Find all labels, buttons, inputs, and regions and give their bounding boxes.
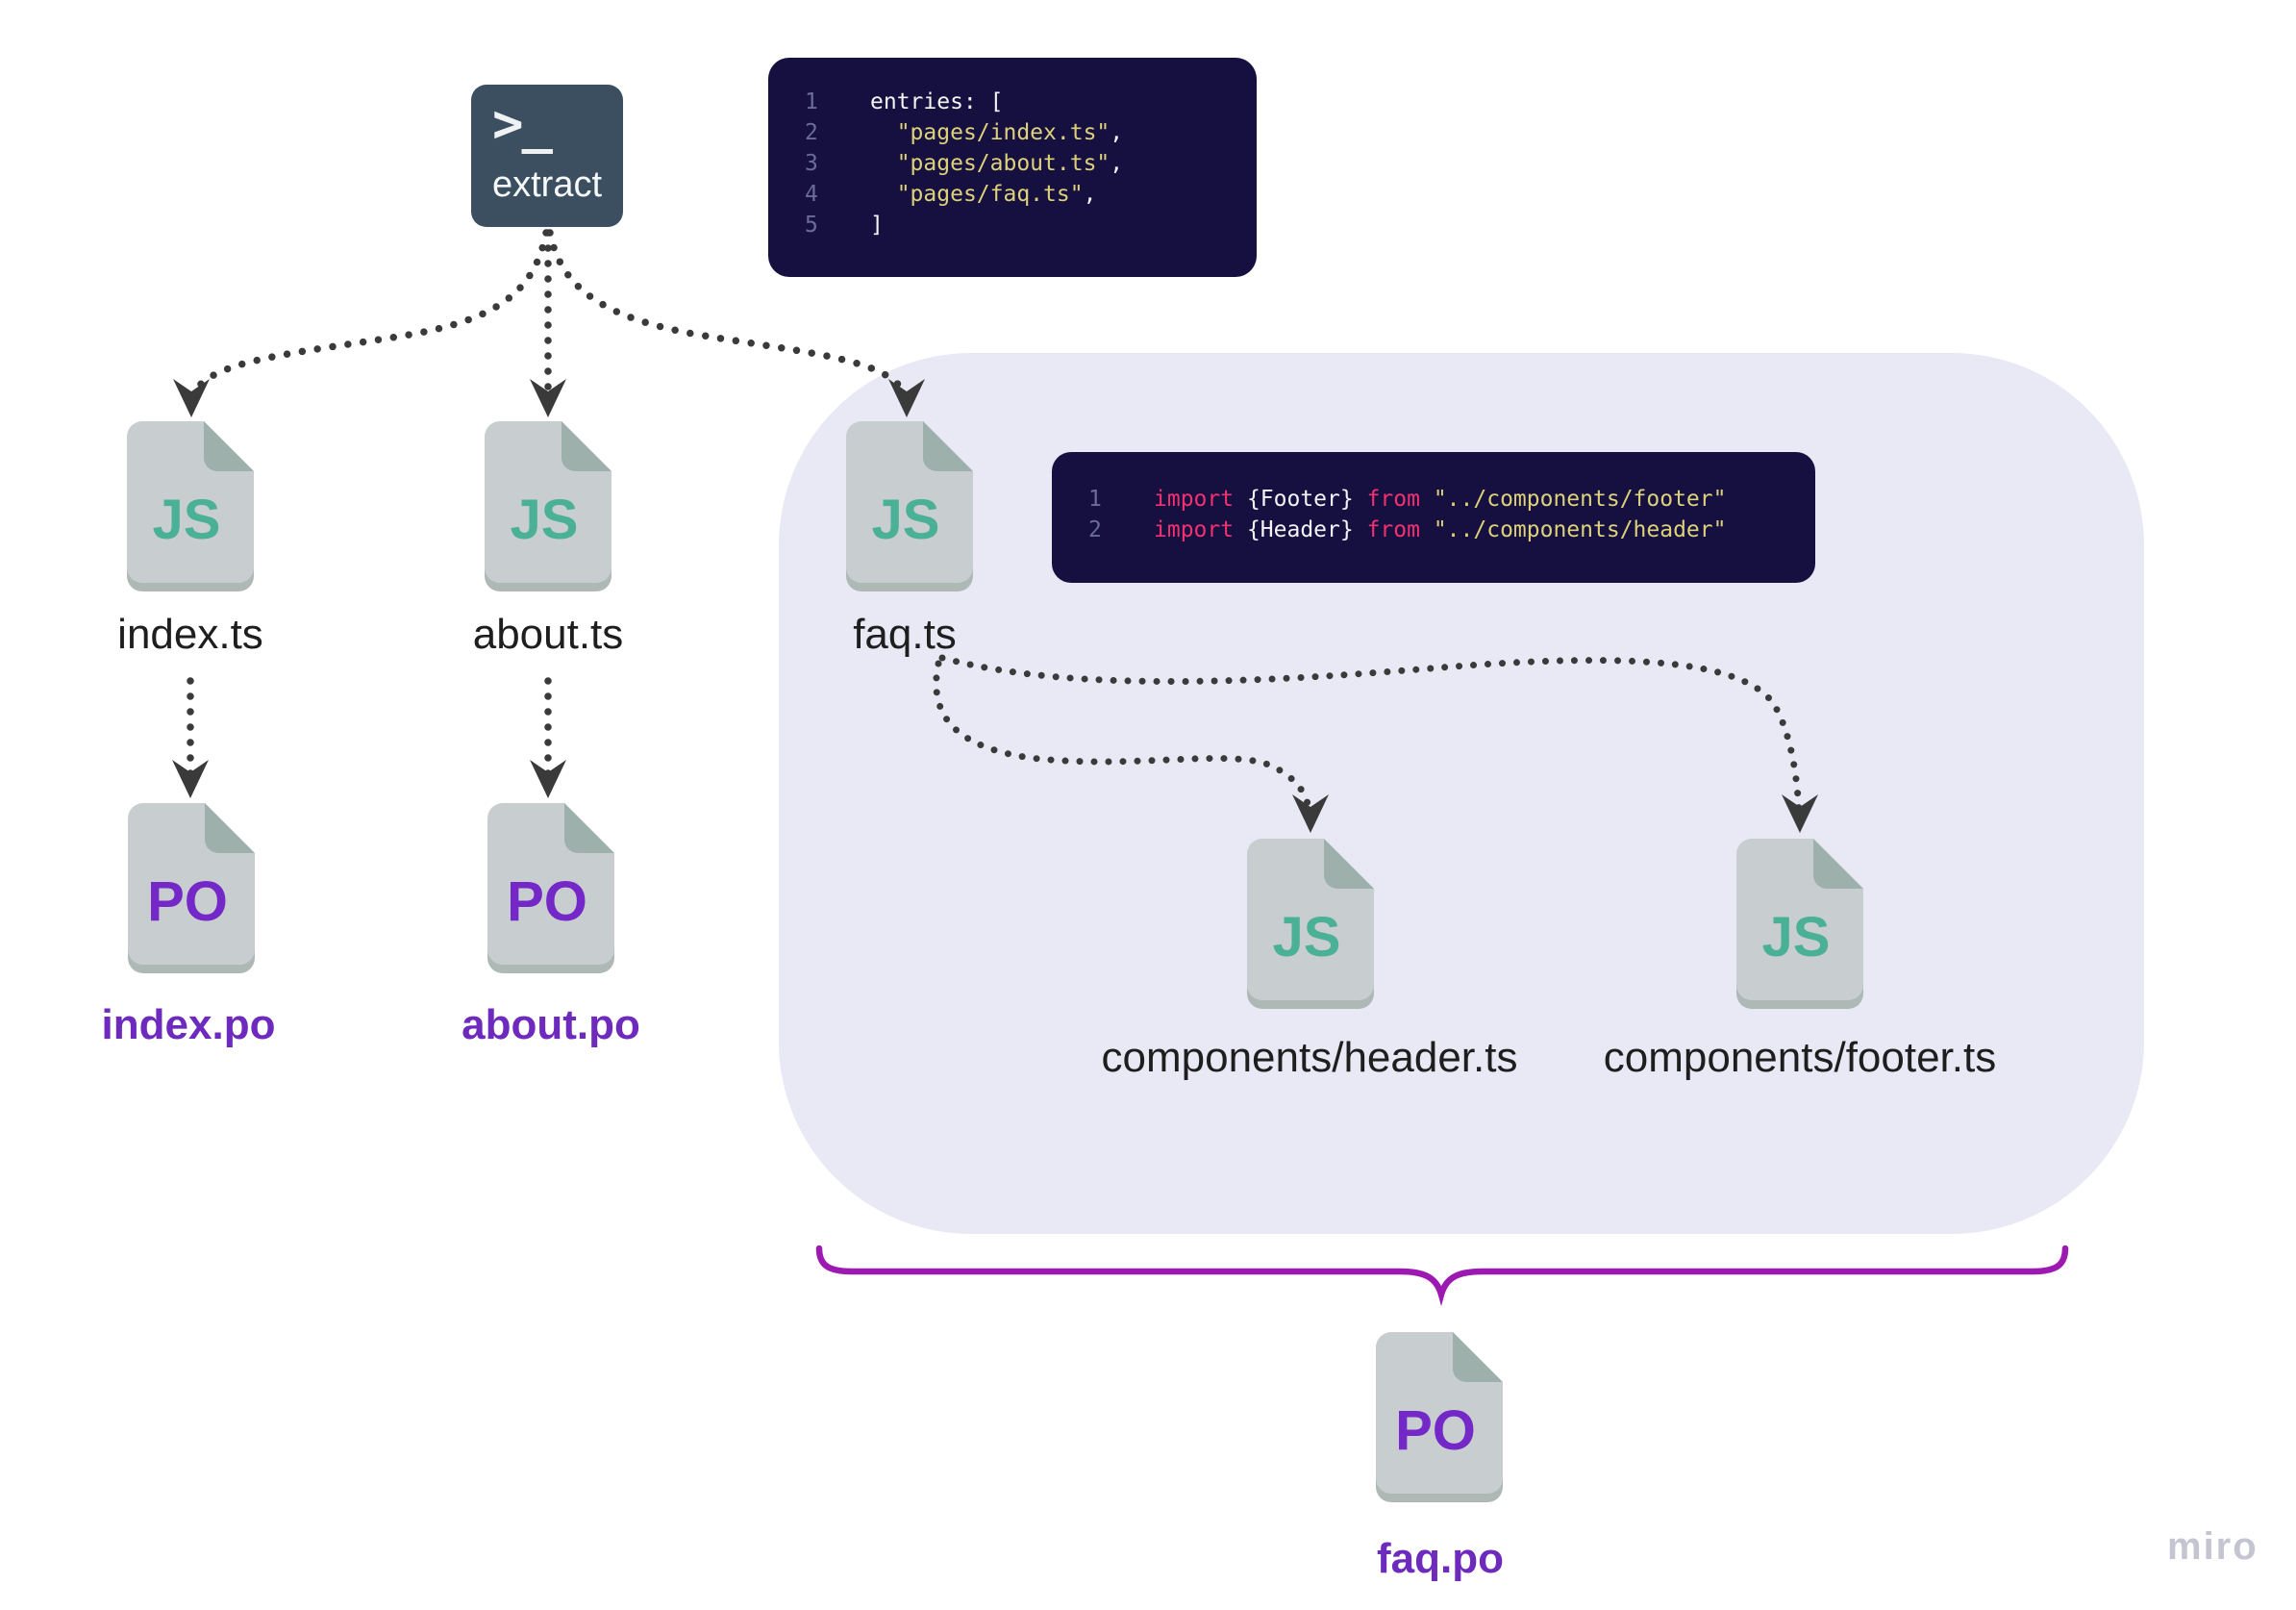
terminal-prompt-icon: >_ [492,93,553,154]
file-node-header-ts[interactable]: JS [1247,839,1374,1010]
code-token: from [1366,487,1420,512]
po-file-icon: PO [487,803,614,973]
js-file-icon: JS [1247,839,1374,1009]
line-number: 1 [1088,487,1102,512]
file-label-footer-ts: components/footer.ts [1603,1034,1997,1081]
imports-code-block[interactable]: 1 import {Footer} from "../components/foo… [1052,452,1815,583]
file-node-about-ts[interactable]: JS [485,421,611,592]
code-line: 4 "pages/faq.ts", [768,179,1257,210]
file-node-about-po[interactable]: PO [487,803,614,974]
arrowhead-extract-to-index [173,379,210,417]
code-token: entries: [ [870,89,1004,114]
code-token: "pages/about.ts" [896,151,1111,176]
miro-watermark: miro [2167,1525,2259,1568]
code-token: {Header} [1234,517,1367,542]
code-token [870,151,897,176]
code-token [1420,517,1434,542]
code-line: 2 import {Header} from "../components/hea… [1052,515,1815,545]
terminal-label: extract [491,164,603,205]
file-label-header-ts: components/header.ts [1101,1034,1518,1081]
code-token: from [1366,517,1420,542]
po-file-icon: PO [128,803,255,973]
group-brace [815,1245,2069,1307]
js-file-icon: JS [1736,839,1863,1009]
svg-text:JS: JS [511,489,579,551]
js-file-icon: JS [127,421,254,591]
file-node-index-po[interactable]: PO [128,803,255,974]
file-label-faq-po: faq.po [1377,1535,1504,1582]
file-label-index-ts: index.ts [117,611,263,658]
svg-text:PO: PO [1395,1399,1476,1462]
js-file-icon: JS [485,421,611,591]
code-token: import [1154,487,1235,512]
po-file-icon: PO [1376,1332,1503,1502]
file-node-faq-ts[interactable]: JS [846,421,973,592]
svg-text:JS: JS [1273,906,1341,969]
code-token: "../components/footer" [1433,487,1727,512]
code-line: 5] [768,210,1257,240]
arrowhead-extract-to-about [530,379,566,417]
file-node-faq-po[interactable]: PO [1376,1332,1503,1503]
arrowhead-index-ts-to-index-po [172,760,209,798]
code-token: "pages/index.ts" [896,120,1111,145]
svg-text:PO: PO [147,870,228,933]
file-node-footer-ts[interactable]: JS [1736,839,1863,1010]
js-file-icon: JS [846,421,973,591]
svg-text:JS: JS [872,489,940,551]
file-label-faq-ts: faq.ts [853,611,957,658]
svg-text:JS: JS [1762,906,1831,969]
code-token: ] [870,213,884,238]
file-node-index-ts[interactable]: JS [127,421,254,592]
arrowhead-about-ts-to-about-po [530,760,566,798]
file-label-about-po: about.po [462,1001,640,1048]
svg-text:JS: JS [153,489,221,551]
line-number: 1 [805,89,818,114]
line-number: 2 [805,120,818,145]
line-number: 2 [1088,517,1102,542]
arrow-extract-to-index [187,229,550,404]
file-label-about-ts: about.ts [472,611,624,658]
code-token: , [1110,151,1124,176]
code-token [870,120,897,145]
line-number: 4 [805,182,818,207]
code-line: 1 entries: [ [768,87,1257,117]
code-token: import [1154,517,1235,542]
code-line: 1 import {Footer} from "../components/foo… [1052,484,1815,515]
code-token: , [1083,182,1097,207]
code-line: 3 "pages/about.ts", [768,148,1257,179]
line-number: 5 [805,213,818,238]
svg-text:PO: PO [507,870,587,933]
code-token [870,182,897,207]
line-number: 3 [805,151,818,176]
code-token: "../components/header" [1433,517,1727,542]
code-token: , [1110,120,1124,145]
code-token: "pages/faq.ts" [896,182,1084,207]
code-line: 2 "pages/index.ts", [768,117,1257,148]
code-token: {Footer} [1234,487,1367,512]
file-label-index-po: index.po [101,1001,276,1048]
code-token [1420,487,1434,512]
extract-terminal-node[interactable]: >_ extract [471,85,623,227]
